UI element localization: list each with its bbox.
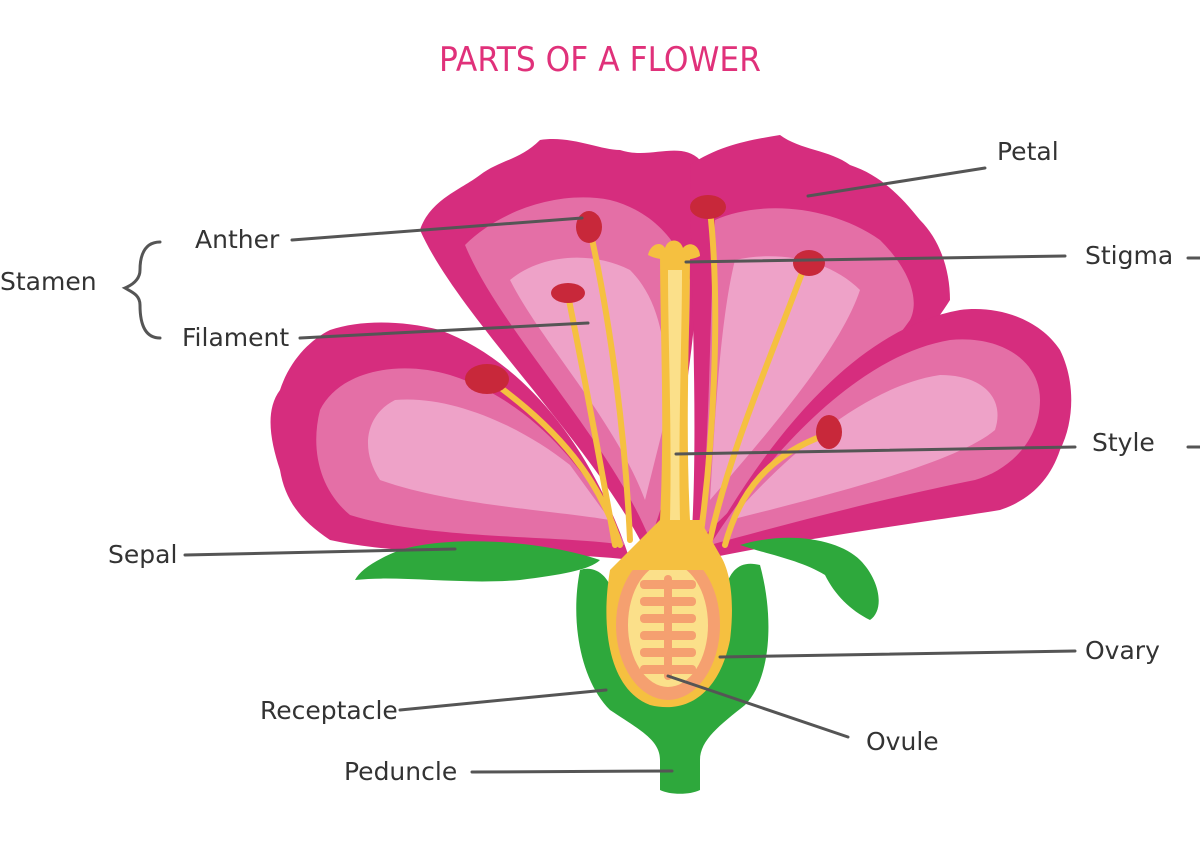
- leader-peduncle: [470, 769, 674, 774]
- label-stigma: Stigma: [1085, 241, 1174, 270]
- sepal-right: [740, 537, 879, 620]
- petal-left-light: [368, 399, 610, 520]
- stamen-brace: [121, 240, 162, 340]
- pistil: [625, 240, 715, 570]
- leader-lines: [183, 166, 1200, 774]
- style-shape: [625, 250, 715, 570]
- label-petal: Petal: [997, 137, 1059, 166]
- style-highlight: [668, 270, 682, 520]
- label-sepal: Sepal: [108, 540, 178, 569]
- leader-stigma: [684, 254, 1067, 264]
- leader-ovary: [718, 649, 1077, 659]
- filaments: [487, 207, 828, 548]
- leader-filament: [298, 321, 590, 340]
- label-stamen: Stamen: [0, 267, 97, 296]
- leader-ovule: [666, 674, 850, 739]
- leader-anther: [290, 216, 584, 242]
- ovules: [640, 575, 696, 680]
- label-style: Style: [1092, 428, 1155, 457]
- petal-top-left-light: [510, 257, 667, 500]
- leader-style: [674, 445, 1077, 456]
- label-peduncle: Peduncle: [344, 757, 458, 786]
- leader-petal: [806, 166, 987, 198]
- petal-right-light: [730, 375, 998, 520]
- diagram-title: PARTS OF A FLOWER: [439, 40, 761, 80]
- petal-top-right-light: [710, 256, 860, 500]
- label-ovary: Ovary: [1085, 636, 1160, 665]
- label-receptacle: Receptacle: [260, 696, 398, 725]
- label-filament: Filament: [182, 323, 290, 352]
- label-ovule: Ovule: [866, 727, 939, 756]
- leader-sepal: [183, 547, 457, 557]
- stigma-shape: [648, 240, 700, 261]
- leader-receptacle: [398, 688, 608, 712]
- label-anther: Anther: [195, 225, 280, 254]
